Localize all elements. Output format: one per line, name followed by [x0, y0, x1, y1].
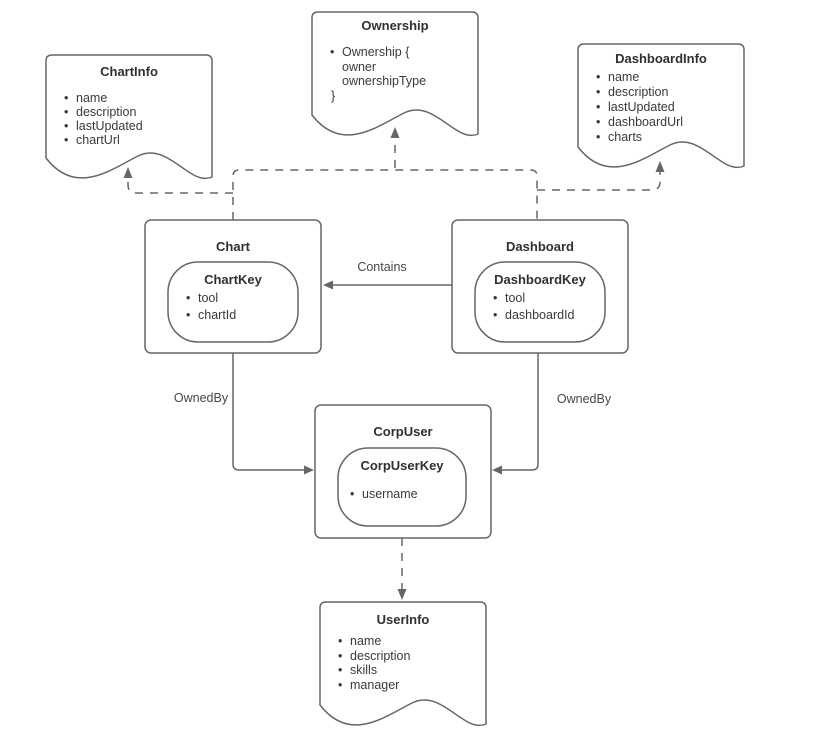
ownedby-right-edge-label: OwnedBy	[556, 392, 612, 406]
ownership-line-list: Ownership { owner ownershipType }	[330, 45, 426, 103]
dashboardinfo-field: charts	[596, 130, 683, 145]
dashboardinfo-field-list: name description lastUpdated dashboardUr…	[596, 70, 683, 145]
chart-dashboard-dashed-trunk	[232, 169, 538, 220]
contains-edge-label: Contains	[357, 260, 407, 274]
ownership-line: ownershipType	[342, 74, 427, 88]
dashboardinfo-field: name	[596, 70, 683, 85]
dashboardinfo-arrowhead	[655, 161, 665, 172]
dashboard-title: Dashboard	[506, 239, 574, 254]
userinfo-field-list: name description skills manager	[338, 634, 410, 692]
dashboardinfo-dashed-branch	[537, 171, 661, 191]
chartinfo-field: lastUpdated	[64, 119, 143, 133]
ownership-document-shape	[311, 11, 479, 137]
corpuserkey-field-list: username	[350, 486, 418, 502]
contains-arrowhead	[323, 280, 333, 290]
chartinfo-field: description	[64, 105, 143, 119]
userinfo-field: description	[338, 649, 410, 664]
dashboardkey-field: dashboardId	[493, 307, 575, 324]
corpuser-title: CorpUser	[373, 424, 433, 439]
userinfo-arrowhead	[397, 589, 407, 600]
chartkey-title: ChartKey	[204, 272, 262, 287]
chartkey-field: chartId	[186, 307, 236, 324]
chartinfo-field-list: name description lastUpdated chartUrl	[64, 91, 143, 147]
userinfo-title: UserInfo	[376, 612, 430, 627]
corpuserkey-title: CorpUserKey	[360, 458, 444, 473]
dashboardinfo-field: lastUpdated	[596, 100, 683, 115]
chartinfo-field: name	[64, 91, 143, 105]
chartinfo-title: ChartInfo	[100, 64, 158, 79]
ownedby-left-arrowhead	[304, 465, 314, 475]
ownedby-right-edge	[501, 353, 539, 471]
chartinfo-field: chartUrl	[64, 133, 143, 147]
ownership-arrowhead	[390, 127, 400, 138]
chartkey-field-list: tool chartId	[186, 290, 236, 324]
dashboardinfo-field: description	[596, 85, 683, 100]
ownedby-right-arrowhead	[492, 465, 502, 475]
userinfo-field: manager	[338, 678, 410, 693]
ownedby-left-edge	[232, 353, 305, 471]
chartinfo-dashed-branch	[127, 176, 233, 194]
dashboardinfo-title: DashboardInfo	[615, 51, 707, 66]
ownedby-left-edge-label: OwnedBy	[173, 391, 229, 405]
userinfo-field: name	[338, 634, 410, 649]
ownership-line: }	[331, 88, 336, 103]
ownership-line: Ownership {	[330, 45, 426, 60]
chartkey-field: tool	[186, 290, 236, 307]
dashboardkey-field: tool	[493, 290, 575, 307]
chart-title: Chart	[216, 239, 250, 254]
chartinfo-arrowhead	[123, 167, 133, 178]
userinfo-field: skills	[338, 663, 410, 678]
corpuserkey-field: username	[350, 486, 418, 502]
dashboardinfo-field: dashboardUrl	[596, 115, 683, 130]
ownership-title: Ownership	[361, 18, 429, 33]
dashboardkey-field-list: tool dashboardId	[493, 290, 575, 324]
ownership-line: owner	[342, 59, 377, 74]
dashboardkey-title: DashboardKey	[494, 272, 586, 287]
